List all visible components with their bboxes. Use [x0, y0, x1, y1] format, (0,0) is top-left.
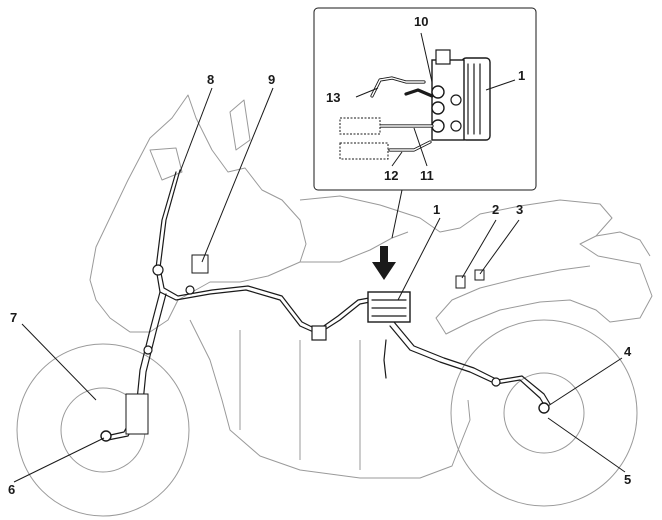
inset-hydraulic-unit	[461, 57, 491, 141]
inset-frame	[313, 7, 537, 191]
rear-master-line	[383, 339, 387, 379]
inset-port-2	[431, 101, 445, 115]
callout-9: 9	[268, 72, 275, 87]
motorcycle-outline	[16, 94, 653, 517]
tank-and-seat	[299, 195, 653, 335]
inset-port-1	[431, 85, 445, 99]
callout-3: 3	[516, 202, 523, 217]
hose-clip-upper	[152, 264, 164, 276]
inset-unit-fins	[467, 63, 481, 135]
front-brake-hose-lower	[105, 291, 161, 437]
front-caliper	[125, 393, 149, 435]
hydraulic-unit	[367, 291, 411, 323]
component-2	[455, 275, 466, 289]
callout-8: 8	[207, 72, 214, 87]
tail	[595, 231, 651, 257]
component-9	[191, 254, 209, 274]
hose-joint	[311, 325, 327, 341]
inset-port-3	[431, 119, 445, 133]
callout-6: 6	[8, 482, 15, 497]
engine-ribs	[239, 330, 361, 470]
inset-port-4	[450, 94, 462, 106]
rear-brake-hose	[389, 325, 547, 409]
callout-10: 10	[414, 14, 428, 29]
front-wheel	[16, 343, 190, 517]
callouts: 10 1 13 12 11 1 2 3 4 5 6 7 8 9	[8, 14, 632, 497]
callout-12: 12	[384, 168, 398, 183]
front-wheel-sensor	[100, 430, 112, 442]
inset-pipe-10	[404, 88, 434, 98]
component-3	[474, 269, 485, 281]
engine-lower	[189, 319, 471, 479]
headlight	[149, 147, 183, 181]
rear-brake-disc	[503, 372, 585, 454]
front-fairing	[89, 94, 307, 333]
mirror	[229, 99, 251, 151]
inset-detail	[313, 7, 537, 239]
callout-1-inset: 1	[518, 68, 525, 83]
inset-hose-sleeve-upper	[339, 117, 381, 135]
callout-11: 11	[420, 168, 434, 183]
rear-wheel	[450, 319, 638, 507]
inset-connector	[435, 49, 451, 65]
rear-wheel-sensor	[538, 402, 550, 414]
inset-hose-sleeve-lower	[339, 142, 389, 160]
inset-port-5	[450, 120, 462, 132]
callout-5: 5	[624, 472, 631, 487]
callout-1-main: 1	[433, 202, 440, 217]
down-arrow-icon	[372, 246, 396, 280]
callout-4: 4	[624, 344, 632, 359]
callout-7: 7	[10, 310, 17, 325]
callout-2: 2	[492, 202, 499, 217]
tank-lower-line	[300, 231, 409, 263]
leader-lines	[13, 87, 626, 483]
callout-13: 13	[326, 90, 340, 105]
brake-lines	[100, 169, 551, 442]
